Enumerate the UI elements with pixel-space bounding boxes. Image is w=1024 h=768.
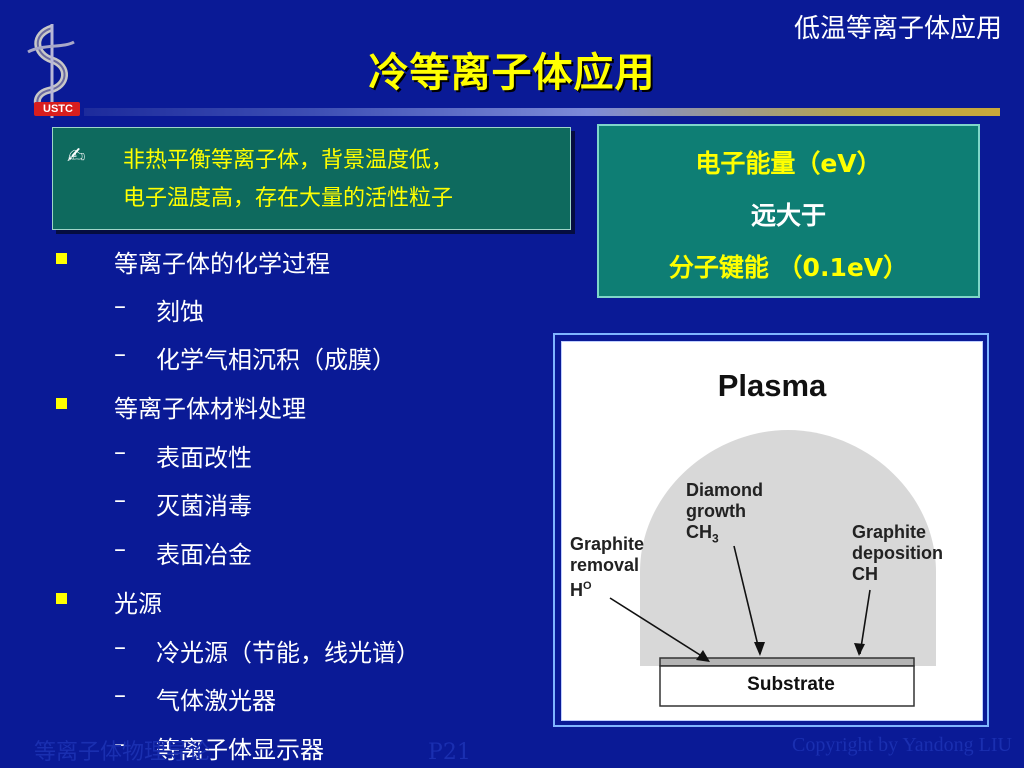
bullet-label: 光源	[114, 590, 162, 618]
diamond-formula: CH3	[686, 522, 763, 550]
square-bullet-icon	[56, 593, 67, 604]
sub-bullet-label: 化学气相沉积（成膜）	[156, 346, 396, 374]
dash-marker: –	[114, 681, 126, 709]
diamond-formula-base: CH	[686, 522, 712, 542]
writing-hand-icon: ✍	[67, 144, 86, 169]
dash-marker: –	[114, 486, 126, 514]
plasma-dome	[640, 430, 936, 666]
dash-marker: –	[114, 438, 126, 466]
diamond-growth-label: Diamond growth CH3	[686, 480, 763, 550]
sub-bullet-label: 灭菌消毒	[156, 492, 252, 520]
title-underline	[84, 108, 1000, 116]
diamond-line-2: growth	[686, 501, 746, 521]
plasma-diagram: Plasma Diamond growth CH3 Graphite depos…	[561, 341, 983, 721]
plasma-figure-frame: Plasma Diamond growth CH3 Graphite depos…	[553, 333, 989, 727]
slide-title: 冷等离子体应用	[368, 50, 656, 96]
energy-line-3: 分子键能 （0.1eV）	[668, 253, 909, 282]
bullet-label: 等离子体材料处理	[114, 395, 306, 423]
sub-bullet-label: 冷光源（节能，线光谱）	[156, 639, 420, 667]
plasma-title: Plasma	[717, 368, 827, 403]
callout-line-2: 电子温度高，存在大量的活性粒子	[123, 186, 454, 211]
graphite-deposition-label: Graphite deposition CH	[852, 522, 943, 585]
ustc-emblem-icon	[27, 24, 80, 118]
sub-bullet-label: 等离子体显示器	[156, 736, 324, 764]
dash-marker: –	[114, 340, 126, 368]
dash-marker: –	[114, 633, 126, 661]
ustc-logo: USTC	[12, 24, 88, 124]
sub-bullet-label: 表面冶金	[156, 541, 252, 569]
diamond-line-1: Diamond	[686, 480, 764, 500]
energy-line-1: 电子能量（eV）	[695, 149, 882, 178]
corner-title: 低温等离子体应用	[793, 14, 1002, 44]
sub-bullet-label: 表面改性	[156, 444, 252, 472]
logo-text: USTC	[43, 103, 73, 115]
deposition-arrow	[859, 589, 871, 655]
footer-copyright: Copyright by Yandong LIU	[791, 734, 1012, 756]
arrowhead-icon	[696, 650, 710, 662]
deposition-line-2: deposition	[852, 543, 943, 563]
sub-bullet-label: 刻蚀	[156, 298, 204, 326]
substrate-label: Substrate	[747, 674, 835, 695]
graphite-removal-label: Graphite removal HO	[570, 534, 644, 601]
footer-course-text: 等离子体物理导论	[34, 740, 211, 765]
removal-line-2: removal	[570, 555, 640, 575]
plasma-diagram-graphics	[609, 430, 936, 707]
substrate-block	[659, 665, 915, 707]
page-number: P21	[428, 740, 471, 765]
removal-formula-sup: O	[583, 580, 592, 592]
diamond-formula-sub: 3	[712, 531, 719, 546]
callout-box: ✍ 非热平衡等离子体，背景温度低， 电子温度高，存在大量的活性粒子	[52, 127, 571, 230]
bullet-label: 等离子体的化学过程	[114, 250, 330, 278]
dash-marker: –	[114, 292, 126, 320]
dash-marker: –	[114, 730, 126, 758]
sub-bullet-label: 气体激光器	[156, 687, 276, 715]
removal-arrow	[609, 597, 709, 661]
square-bullet-icon	[56, 253, 67, 264]
removal-line-1: Graphite	[570, 534, 645, 554]
square-bullet-icon	[56, 398, 67, 409]
energy-line-2: 远大于	[750, 201, 826, 230]
removal-formula-base: H	[570, 580, 583, 600]
callout-line-1: 非热平衡等离子体，背景温度低，	[123, 148, 454, 173]
arrowhead-icon	[754, 642, 765, 656]
energy-comparison-box: 电子能量（eV） 远大于 分子键能 （0.1eV）	[597, 124, 980, 298]
diamond-arrow	[733, 545, 761, 655]
dash-marker: –	[114, 535, 126, 563]
removal-formula: HO	[570, 576, 644, 601]
deposition-line-1: Graphite	[852, 522, 927, 542]
deposition-line-3: CH	[852, 564, 878, 584]
arrowhead-icon	[854, 643, 865, 656]
footer-course-name: 等离子体物理导论 P21	[34, 734, 471, 766]
